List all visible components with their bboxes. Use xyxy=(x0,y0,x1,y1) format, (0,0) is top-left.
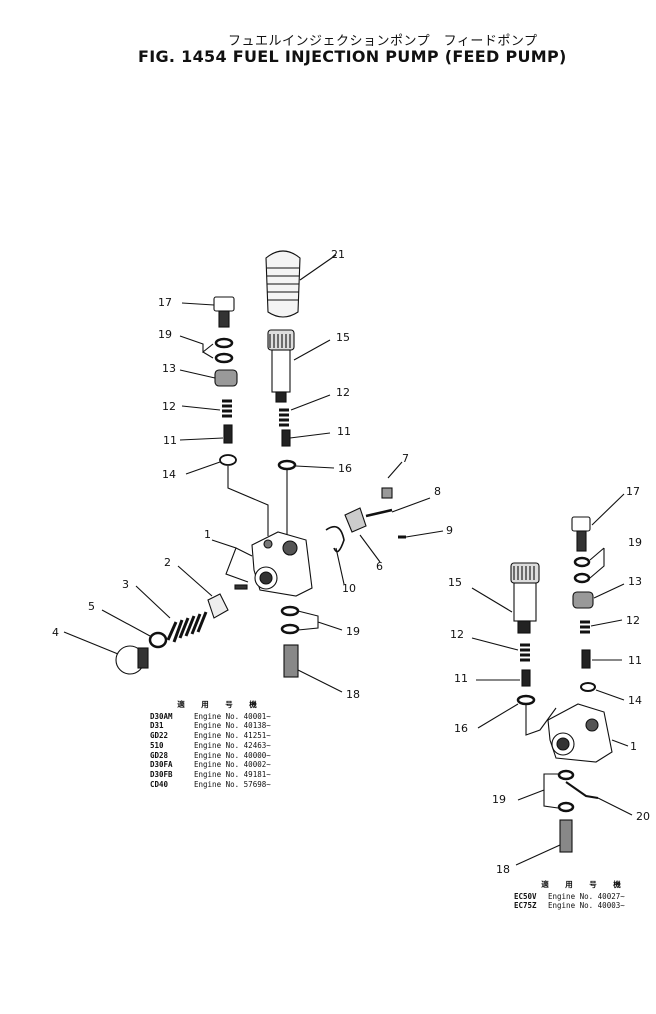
callout-15: 15 xyxy=(448,576,462,589)
part-15-priming-pump xyxy=(267,329,331,403)
part-7-nut xyxy=(381,487,393,499)
callout-11: 11 xyxy=(163,434,177,447)
callout-2: 2 xyxy=(164,556,171,569)
callout-11: 11 xyxy=(454,672,468,685)
part-1-pump-body xyxy=(211,531,313,597)
part-15-priming-pump xyxy=(471,562,540,634)
part-14-o-ring xyxy=(219,454,237,466)
part-11-valve xyxy=(281,429,331,447)
part-11-valve xyxy=(223,424,233,444)
callout-12: 12 xyxy=(336,386,350,399)
callout-16: 16 xyxy=(454,722,468,735)
callout-16: 16 xyxy=(338,462,352,475)
callout-7: 7 xyxy=(402,452,409,465)
callout-19: 19 xyxy=(346,625,360,638)
callout-11: 11 xyxy=(628,654,642,667)
part-12-spring xyxy=(279,408,289,427)
part-2-sleeve xyxy=(177,565,248,619)
callout-18: 18 xyxy=(496,863,510,876)
callout-21: 21 xyxy=(331,248,345,261)
callout-3: 3 xyxy=(122,578,129,591)
callout-8: 8 xyxy=(434,485,441,498)
part-17-bolt xyxy=(181,296,235,328)
callout-10: 10 xyxy=(342,582,356,595)
part-21-bellows-cover xyxy=(265,250,337,318)
part-6-lever xyxy=(344,507,367,533)
callout-14: 14 xyxy=(628,694,642,707)
part-19-washer xyxy=(280,623,300,635)
part-17-bolt xyxy=(571,493,625,552)
callout-20: 20 xyxy=(636,810,650,823)
part-12-spring xyxy=(222,399,232,418)
callout-17: 17 xyxy=(626,485,640,498)
callout-11: 11 xyxy=(337,425,351,438)
callout-12: 12 xyxy=(162,400,176,413)
callout-5: 5 xyxy=(88,600,95,613)
figure-title: FIG. 1454 FUEL INJECTION PUMP (FEED PUMP… xyxy=(138,47,567,66)
part-18-fitting xyxy=(283,644,343,693)
callout-19: 19 xyxy=(628,536,642,549)
part-10-snap-ring xyxy=(325,525,345,553)
callout-1: 1 xyxy=(630,740,637,753)
callout-12: 12 xyxy=(450,628,464,641)
callout-4: 4 xyxy=(52,626,59,639)
part-19-washer xyxy=(214,352,234,364)
part-19-washer xyxy=(280,605,300,617)
callout-6: 6 xyxy=(376,560,383,573)
table-header: 適 用 号 機 xyxy=(177,700,263,709)
japanese-title: フュエルインジェクションポンプ フィードポンプ xyxy=(228,34,538,49)
callout-19: 19 xyxy=(158,328,172,341)
callout-12: 12 xyxy=(626,614,640,627)
part-1-pump-body xyxy=(547,703,629,763)
callout-13: 13 xyxy=(628,575,642,588)
callout-14: 14 xyxy=(162,468,176,481)
callout-9: 9 xyxy=(446,524,453,537)
part-5-gasket xyxy=(148,631,168,649)
callout-18: 18 xyxy=(346,688,360,701)
callout-15: 15 xyxy=(336,331,350,344)
callout-13: 13 xyxy=(162,362,176,375)
callout-1: 1 xyxy=(204,528,211,541)
table-header: 適 用 号 機 xyxy=(541,880,627,889)
callout-17: 17 xyxy=(158,296,172,309)
part-3-spring xyxy=(166,611,208,643)
part-4-plug xyxy=(63,631,149,675)
callout-19: 19 xyxy=(492,793,506,806)
part-13-nut xyxy=(179,369,238,387)
part-16-gasket xyxy=(277,459,297,471)
part-19-washer xyxy=(214,337,234,349)
